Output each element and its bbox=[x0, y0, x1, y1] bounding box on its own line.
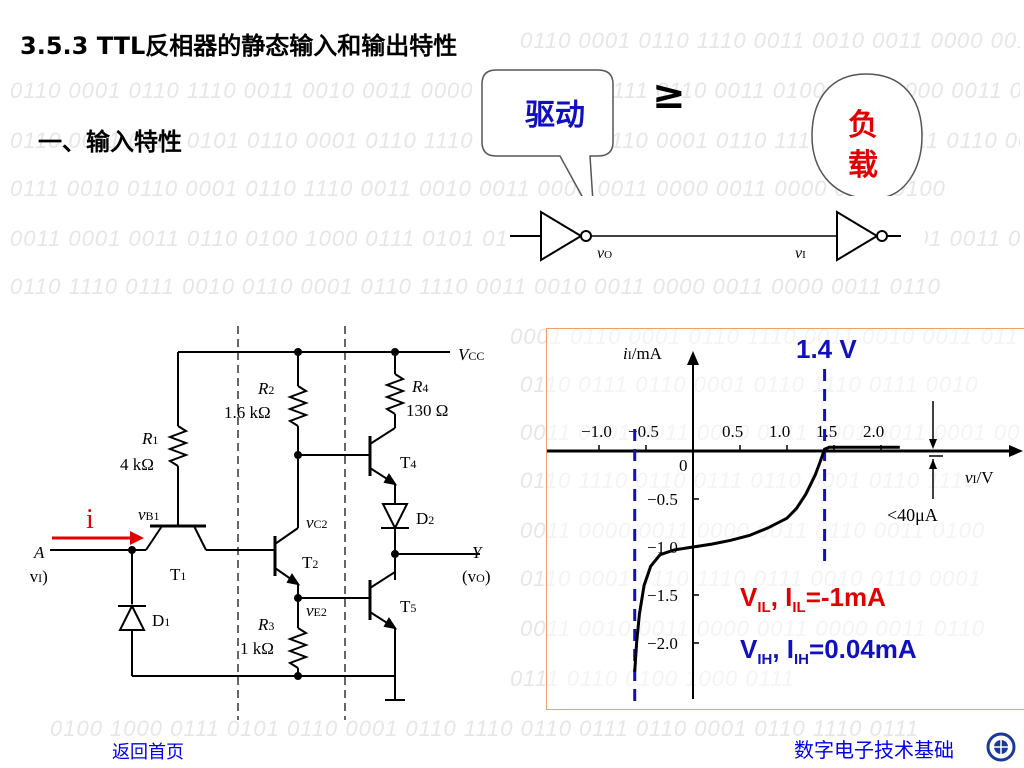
threshold-label: 1.4 V bbox=[796, 334, 857, 364]
course-name: 数字电子技术基础 bbox=[794, 738, 954, 762]
university-emblem-icon bbox=[986, 732, 1016, 762]
vb1-label: vB1 bbox=[138, 505, 160, 524]
output-name: Y bbox=[472, 543, 483, 562]
x-tick-label: −0.5 bbox=[628, 422, 659, 441]
y-axis-label: iI/mA bbox=[623, 344, 663, 363]
background-binary-row: 0100 1000 0111 0101 0110 0001 0110 1110 … bbox=[50, 716, 920, 741]
page-title: 3.5.3 TTL反相器的静态输入和输出特性 bbox=[20, 32, 458, 60]
driver-inverter-symbol bbox=[540, 210, 583, 262]
x-axis-label: vI/V bbox=[965, 468, 994, 487]
d1-label: D1 bbox=[152, 611, 170, 630]
input-signal: (vI) bbox=[30, 567, 48, 586]
r1-value: 4 kΩ bbox=[120, 455, 154, 474]
input-characteristic-curve bbox=[633, 445, 900, 672]
r2-value: 1.6 kΩ bbox=[224, 403, 271, 422]
vil-annotation: VIL, IIL=-1mA bbox=[740, 582, 886, 617]
drive-callout bbox=[481, 69, 614, 219]
t2-label: T2 bbox=[302, 553, 318, 572]
x-tick-label: 2.0 bbox=[863, 422, 884, 441]
background-binary-row: 0110 1110 0111 0010 0110 0001 0110 1110 … bbox=[10, 274, 941, 299]
vc2-label: vC2 bbox=[306, 513, 328, 532]
x-axis-arrow bbox=[1009, 445, 1023, 457]
r3-name: R3 bbox=[257, 615, 274, 634]
x-tick-label: 1.0 bbox=[769, 422, 790, 441]
load-inverter-symbol bbox=[836, 210, 879, 262]
d2-label: D2 bbox=[416, 509, 434, 528]
t4-label: T4 bbox=[400, 453, 416, 472]
background-binary-row: 0110 0001 0110 1110 0011 0010 0011 0000 … bbox=[520, 28, 1020, 53]
inverter-pair-diagram: vO vI bbox=[505, 196, 925, 276]
t1-label: T1 bbox=[170, 565, 186, 584]
vih-annotation: VIH, IIH=0.04mA bbox=[740, 634, 917, 669]
current-marker-arrow-down bbox=[929, 439, 937, 449]
x-tick-label: −1.0 bbox=[581, 422, 612, 441]
load-label-line-2: 载 bbox=[848, 148, 878, 183]
current-annotation: <40μA bbox=[887, 505, 938, 525]
load-label-line-1: 负 bbox=[848, 108, 878, 143]
y-tick-label: −0.5 bbox=[647, 490, 678, 509]
geq-symbol: ≥ bbox=[652, 72, 686, 118]
back-home-link[interactable]: 返回首页 bbox=[112, 742, 184, 763]
y-tick-label: −2.0 bbox=[647, 634, 678, 653]
drive-label: 驱动 bbox=[525, 98, 585, 133]
t5-label: T5 bbox=[400, 597, 416, 616]
vo-label: vO bbox=[597, 245, 612, 262]
x-tick-label: 1.5 bbox=[816, 422, 837, 441]
y-tick-label: −1.5 bbox=[647, 586, 678, 605]
x-tick-label: 0.5 bbox=[722, 422, 743, 441]
load-label: 负 载 bbox=[848, 106, 878, 186]
r4-value: 130 Ω bbox=[406, 401, 448, 420]
y-axis-arrow bbox=[687, 351, 699, 365]
vi-label: vI bbox=[795, 245, 806, 262]
ttl-inverter-schematic: i VCC R1 4 kΩ R2 1.6 kΩ R3 1 kΩ R4 130 Ω… bbox=[30, 326, 491, 720]
r2-name: R2 bbox=[257, 379, 274, 398]
input-name: A bbox=[33, 543, 45, 562]
y-tick-label: 0 bbox=[679, 456, 688, 475]
ve2-label: vE2 bbox=[306, 601, 327, 620]
current-label: i bbox=[86, 504, 94, 535]
current-marker-arrow-up bbox=[929, 459, 937, 469]
output-signal: (vO) bbox=[462, 567, 491, 586]
r1-name: R1 bbox=[141, 429, 158, 448]
section-heading: 一、输入特性 bbox=[38, 128, 182, 156]
vcc-label: VCC bbox=[458, 345, 484, 364]
r3-value: 1 kΩ bbox=[240, 639, 274, 658]
r4-name: R4 bbox=[411, 377, 428, 396]
